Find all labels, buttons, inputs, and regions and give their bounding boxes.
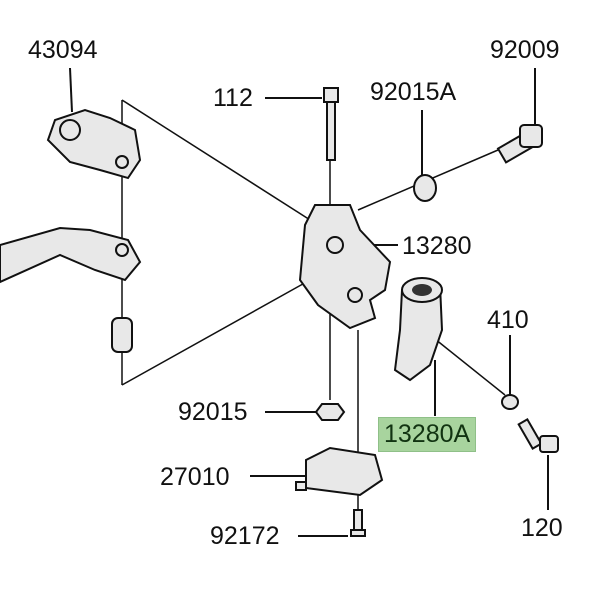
part-27010-switch[interactable] (295, 446, 384, 497)
label-13280[interactable]: 13280 (402, 232, 472, 260)
label-27010[interactable]: 27010 (160, 463, 230, 491)
pin[interactable] (111, 317, 133, 353)
part-120-screw[interactable] (517, 418, 559, 453)
label-92172[interactable]: 92172 (210, 522, 280, 550)
part-410-washer[interactable] (501, 394, 519, 410)
label-112[interactable]: 112 (213, 84, 253, 112)
label-43094[interactable]: 43094 (28, 36, 98, 64)
part-13280A-lever-holder[interactable] (393, 277, 444, 382)
part-92015-nut[interactable] (314, 403, 346, 421)
label-410[interactable]: 410 (487, 306, 529, 334)
part-112-bolt[interactable] (323, 87, 339, 161)
label-92009[interactable]: 92009 (490, 36, 560, 64)
part-92015A-washer[interactable] (413, 174, 437, 202)
part-43094-lever[interactable] (46, 108, 142, 180)
part-13280-bracket[interactable] (298, 204, 392, 330)
label-92015A[interactable]: 92015A (370, 78, 457, 106)
part-92009-bolt[interactable] (496, 124, 543, 164)
label-13280A-highlighted[interactable]: 13280A (378, 417, 477, 452)
part-92172-screw[interactable] (350, 509, 366, 537)
clutch-lever-arm[interactable] (0, 226, 142, 284)
label-92015[interactable]: 92015 (178, 398, 248, 426)
label-120[interactable]: 120 (521, 514, 563, 542)
